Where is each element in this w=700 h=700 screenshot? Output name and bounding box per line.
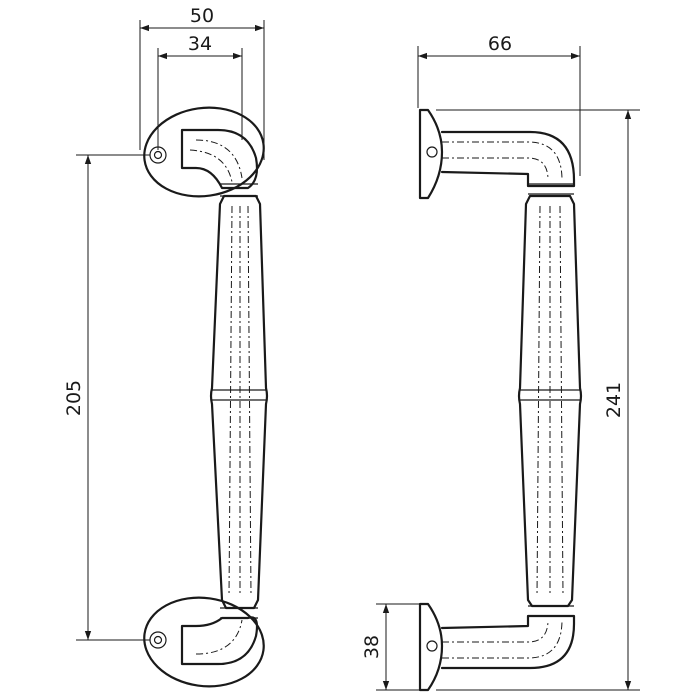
side-shaft xyxy=(517,194,583,608)
dim-label-total-height: 241 xyxy=(603,382,625,418)
side-bottom-base xyxy=(418,602,576,692)
front-view xyxy=(76,20,269,688)
front-shaft xyxy=(209,194,269,610)
side-top-base xyxy=(418,108,576,200)
dim-label-outer-width: 50 xyxy=(190,5,214,27)
side-dimension-lines xyxy=(376,46,640,691)
dim-label-hole-spacing-height: 205 xyxy=(63,380,85,416)
dim-label-hole-spacing-width: 34 xyxy=(188,33,212,55)
front-dimension-lines xyxy=(76,20,265,641)
front-top-rosette xyxy=(143,106,265,198)
dim-label-side-depth: 66 xyxy=(488,33,512,55)
dim-label-base-height: 38 xyxy=(361,635,383,659)
front-bottom-rosette xyxy=(143,596,265,688)
side-view xyxy=(376,46,640,692)
